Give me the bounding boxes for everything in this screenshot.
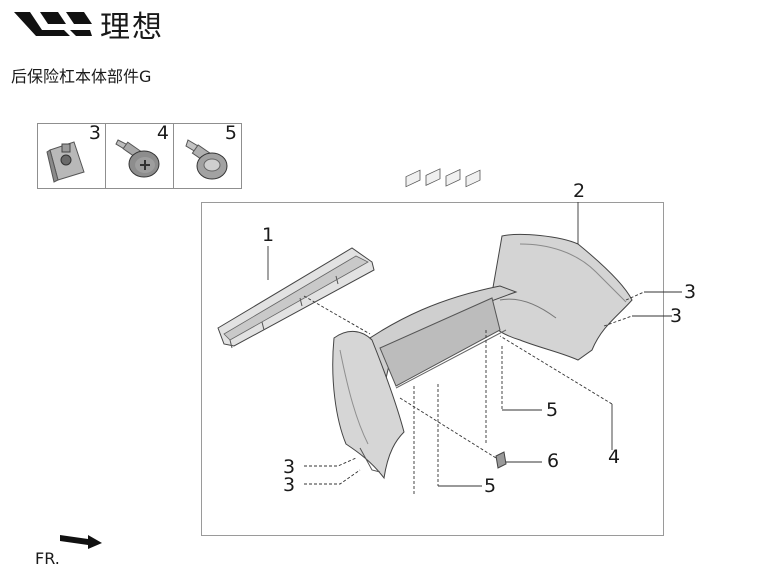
screw-icon: [115, 139, 160, 178]
small-bracket[interactable]: [495, 451, 507, 469]
push-rivet-icon: [185, 139, 228, 180]
callout-1[interactable]: 1: [262, 224, 275, 246]
legend-number: 3: [88, 122, 101, 144]
brand-logo: 理想: [14, 6, 164, 45]
callout-2[interactable]: 2: [573, 180, 586, 202]
upper-trim-strip[interactable]: [217, 247, 375, 349]
diagram-frame: [201, 202, 664, 536]
page-title: 后保险杠本体部件G: [11, 67, 152, 86]
callout-3[interactable]: 3: [283, 456, 296, 478]
callout-5[interactable]: 5: [546, 399, 559, 421]
callout-5[interactable]: 5: [484, 475, 497, 497]
clip-nut-icon: [46, 141, 85, 183]
legend-item-clip-nut[interactable]: 3: [38, 122, 106, 188]
fastener-legend: 3 4 5: [37, 122, 242, 189]
li-auto-logo-icon: [14, 12, 92, 36]
callout-3[interactable]: 3: [684, 281, 697, 303]
legend-item-screw[interactable]: 4: [106, 122, 174, 188]
callout-3[interactable]: 3: [670, 305, 683, 327]
bumper-body[interactable]: [332, 168, 633, 480]
front-direction-label: FR.: [35, 549, 60, 568]
brand-name: 理想: [100, 10, 164, 45]
leader-lines: [267, 202, 682, 494]
front-arrow-icon: [60, 535, 102, 549]
callout-3[interactable]: 3: [283, 474, 296, 496]
legend-item-push-rivet[interactable]: 5: [174, 122, 241, 188]
callout-4[interactable]: 4: [608, 446, 621, 468]
callout-6[interactable]: 6: [547, 450, 560, 472]
legend-number: 5: [224, 122, 237, 144]
legend-number: 4: [156, 122, 169, 144]
